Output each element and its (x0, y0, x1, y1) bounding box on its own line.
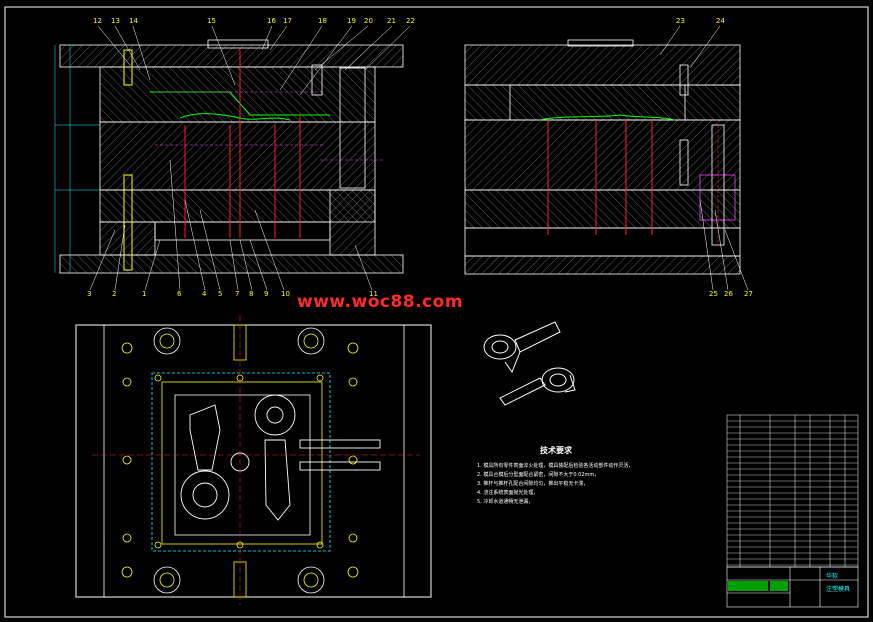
note-line: 5. 冷却水道通畅无泄漏， (477, 499, 534, 505)
plan-view (75, 315, 432, 605)
callout-number: 15 (207, 17, 216, 25)
callout-number: 22 (406, 17, 415, 25)
watermark-text: www.woc88.com (297, 292, 464, 312)
parts-list-table (726, 414, 859, 568)
callout-number: 24 (716, 17, 725, 25)
drawing-border (4, 6, 869, 618)
callout-number: 11 (369, 290, 378, 298)
section-view-right (464, 25, 749, 291)
note-line: 2. 模具合模后分型面配合紧密，间隙不大于0.02mm， (477, 472, 600, 478)
callout-number: 27 (744, 290, 753, 298)
callout-number: 16 (267, 17, 276, 25)
callout-number: 25 (709, 290, 718, 298)
callout-number: 3 (87, 290, 92, 298)
callout-number: 17 (283, 17, 292, 25)
callout-number: 20 (364, 17, 373, 25)
callout-number: 7 (235, 290, 240, 298)
title-block-name: 注塑模具 (826, 586, 851, 593)
callout-number: 8 (249, 290, 254, 298)
callout-number: 18 (318, 17, 327, 25)
callout-number: 4 (202, 290, 207, 298)
callout-number: 9 (264, 290, 269, 298)
callout-number: 21 (387, 17, 396, 25)
title-block (726, 566, 859, 608)
technical-requirements-title: 技术要求 (540, 446, 572, 455)
note-line: 4. 浇注系统表面抛光处理， (477, 490, 539, 496)
callout-number: 10 (281, 290, 290, 298)
callout-number: 26 (724, 290, 733, 298)
technical-requirements: 1. 模具所有零件表面淬火处理，模具装配后检验各活动部件动作灵活， 2. 模具合… (477, 462, 677, 507)
callout-number: 13 (111, 17, 120, 25)
parts-list-rows (727, 420, 858, 566)
note-line: 3. 推杆与推杆孔配合间隙均匀，推出平稳无卡滞， (477, 481, 589, 487)
section-view-left (54, 25, 411, 291)
title-block-company: 华软 (826, 573, 839, 580)
callout-number: 2 (112, 290, 117, 298)
callout-number: 19 (347, 17, 356, 25)
callout-number: 1 (142, 290, 147, 298)
part-sketches (483, 321, 576, 406)
callout-number: 14 (129, 17, 138, 25)
callout-number: 5 (218, 290, 223, 298)
callout-number: 12 (93, 17, 102, 25)
callout-number: 6 (177, 290, 182, 298)
callout-number: 23 (676, 17, 685, 25)
note-line: 1. 模具所有零件表面淬火处理，模具装配后检验各活动部件动作灵活， (477, 463, 634, 469)
